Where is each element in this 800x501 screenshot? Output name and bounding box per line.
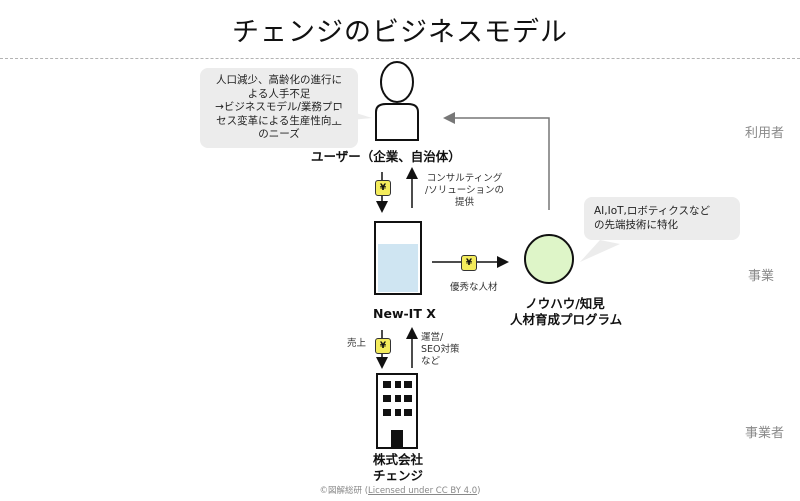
- bubble-line: セス変革による生産性向上: [216, 114, 342, 127]
- bubble-line: AI,IoT,ロボティクスなど: [594, 205, 710, 217]
- bubble-tail: [580, 240, 620, 262]
- new-it-x-glass-icon: [374, 221, 422, 295]
- lane-label-business: 事業: [747, 269, 774, 284]
- bubble-line: の先端技術に特化: [594, 218, 678, 231]
- operation-flow-label: 運営/ SEO対策 など: [421, 332, 460, 368]
- license-credit: ©図解総研 (Licensed under CC BY 4.0): [0, 484, 800, 496]
- feedback-arrow: [443, 112, 550, 210]
- bubble-line: のニーズ: [258, 128, 300, 140]
- user-needs-bubble: 人口減少、高齢化の進行に よる人手不足 →ビジネスモデル/業務プロ セス変革によ…: [200, 68, 358, 148]
- talent-flow-label: 優秀な人材: [450, 282, 498, 293]
- user-person-icon: [375, 61, 419, 141]
- bubble-line: →ビジネスモデル/業務プロ: [215, 101, 343, 113]
- credit-suffix: ): [477, 486, 481, 496]
- program-node-label: ノウハウ/知見 人材育成プログラム: [510, 296, 623, 328]
- program-label-line: 人材育成プログラム: [510, 312, 623, 327]
- company-label-line: チェンジ: [372, 468, 423, 483]
- company-building-icon: [376, 373, 418, 449]
- program-features-bubble: AI,IoT,ロボティクスなど の先端技術に特化: [584, 197, 740, 240]
- program-label-line: ノウハウ/知見: [525, 296, 605, 311]
- flow-label-line: SEO対策: [421, 344, 460, 355]
- yen-icon: ¥: [375, 180, 391, 196]
- lane-label-operator: 事業者: [744, 426, 784, 441]
- company-node-label: 株式会社 チェンジ: [368, 452, 428, 484]
- lane-label-user: 利用者: [744, 126, 784, 141]
- sales-flow-label: 売上: [347, 338, 367, 349]
- bubble-line: 人口減少、高齢化の進行に: [216, 74, 342, 86]
- license-link[interactable]: Licensed under CC BY 4.0: [368, 486, 478, 496]
- program-circle-icon: [524, 234, 574, 284]
- flow-label-line: 運営/: [421, 332, 444, 343]
- yen-icon: ¥: [461, 255, 477, 271]
- user-node-label: ユーザー（企業、自治体）: [311, 149, 461, 164]
- flow-label-line: など: [421, 356, 441, 367]
- credit-prefix: ©図解総研 (: [319, 486, 369, 496]
- yen-icon: ¥: [375, 338, 391, 354]
- title-divider: [0, 58, 800, 59]
- flow-label-line: /ソリューションの: [425, 185, 505, 196]
- bubble-line: よる人手不足: [247, 87, 311, 100]
- flow-label-line: 提供: [455, 197, 475, 208]
- service-node-label: New-IT X: [373, 306, 436, 321]
- page-title: チェンジのビジネスモデル: [232, 17, 568, 48]
- flow-label-line: コンサルティング: [426, 173, 503, 184]
- bubble-tail: [330, 108, 372, 122]
- consulting-flow-label: コンサルティング /ソリューションの 提供: [425, 173, 504, 209]
- company-label-line: 株式会社: [372, 452, 423, 467]
